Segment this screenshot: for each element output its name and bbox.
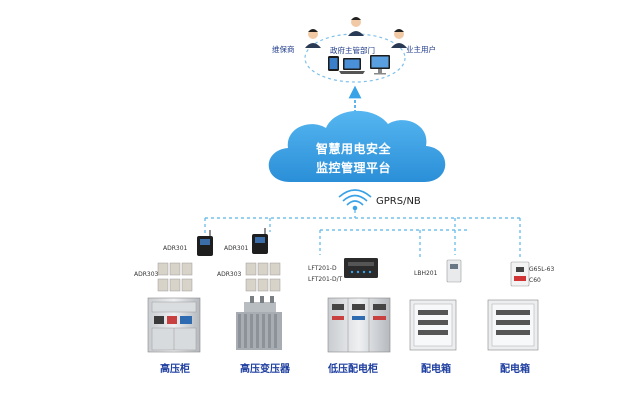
- network-label: GPRS/NB: [376, 196, 421, 207]
- lbh201-device: [446, 259, 462, 283]
- owner-label: 业主用户: [406, 45, 436, 54]
- transformer-label: 高压变压器: [240, 364, 290, 375]
- low-voltage-cabinet-image: [327, 297, 391, 353]
- adr301-right-device: [252, 228, 268, 254]
- high-voltage-cabinet-label: 高压柜: [160, 364, 190, 375]
- high-voltage-cabinet-image: [147, 297, 201, 353]
- laptop-icon: [339, 58, 365, 74]
- tablet-icon: [328, 56, 339, 71]
- platform-title-line1: 智慧用电安全: [316, 142, 392, 156]
- lft201-d-label: LFT201-D: [308, 265, 337, 272]
- adr303-right-meters: [245, 262, 281, 292]
- maintainer-person-icon: [305, 29, 321, 48]
- distribution-box-1-image: [409, 299, 457, 351]
- adr303-left-label: ADR303: [134, 271, 159, 278]
- maintainer-label: 维保商: [272, 45, 295, 54]
- wireless-signal-icon: [338, 189, 372, 211]
- transformer-image: [236, 296, 282, 350]
- users-group: [304, 17, 407, 83]
- users-ellipse: [304, 33, 406, 83]
- platform-title-line2: 监控管理平台: [316, 161, 392, 175]
- low-voltage-cabinet-label: 低压配电柜: [328, 364, 378, 375]
- owner-person-icon: [391, 29, 407, 48]
- adr303-left-meters: [157, 262, 193, 292]
- adr301-left-device: [197, 230, 213, 256]
- distribution-box-1-label: 配电箱: [421, 364, 451, 375]
- desktop-monitor-icon: [370, 55, 390, 75]
- distribution-box-2-label: 配电箱: [500, 364, 530, 375]
- government-person-icon: [348, 17, 364, 36]
- government-label: 政府主管部门: [330, 46, 375, 55]
- adr303-right-label: ADR303: [217, 271, 242, 278]
- adr301-right-label: ADR301: [224, 245, 249, 252]
- lft201-device: [344, 258, 378, 278]
- g65l-63-label: G65L-63: [529, 266, 555, 273]
- lbh201-label: LBH201: [414, 270, 438, 277]
- distribution-box-2-image: [487, 299, 539, 351]
- lft201-dt-label: LFT201-D/T: [308, 276, 343, 283]
- g65l-breaker-device: [510, 261, 530, 287]
- adr301-left-label: ADR301: [163, 245, 188, 252]
- platform-cloud: [268, 110, 446, 182]
- c60-label: C60: [529, 277, 541, 284]
